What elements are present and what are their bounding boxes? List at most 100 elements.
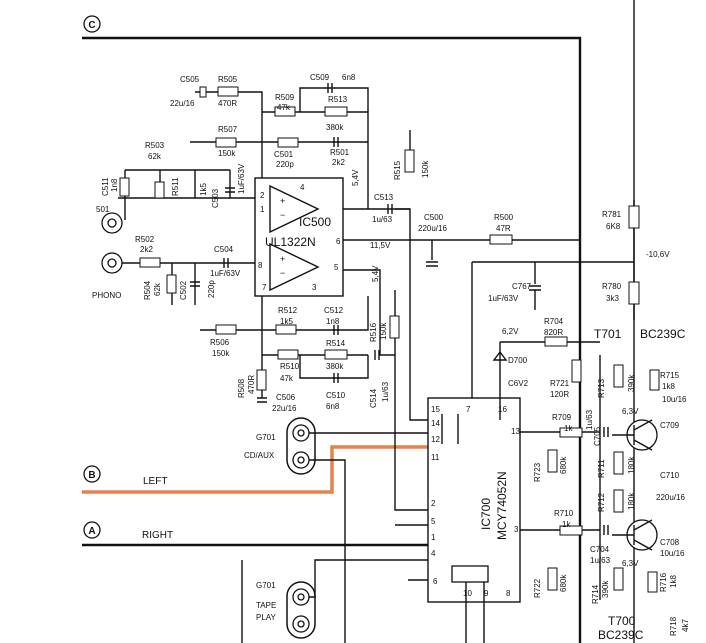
r715: R715 1k8: [649, 369, 680, 391]
svg-text:R507: R507: [218, 125, 238, 134]
c513: C513 1u/63: [372, 193, 394, 224]
t701-label: T701 BC239C: [594, 327, 686, 341]
svg-text:R721: R721: [550, 379, 570, 388]
svg-text:12: 12: [431, 435, 440, 444]
r513: R513 380k: [324, 95, 348, 132]
svg-text:150k: 150k: [421, 160, 430, 178]
svg-text:7: 7: [262, 283, 267, 292]
svg-text:C513: C513: [374, 193, 394, 202]
svg-text:C503: C503: [211, 188, 220, 208]
svg-text:1uF/63V: 1uF/63V: [488, 294, 519, 303]
r716: R716 1k8: [647, 571, 678, 593]
svg-text:C501: C501: [274, 150, 294, 159]
c708: C708 10u/16: [660, 538, 685, 558]
svg-text:PHONO: PHONO: [92, 291, 121, 300]
r721: R721 120R: [550, 359, 582, 399]
svg-text:−: −: [280, 268, 285, 278]
ic500-block: + − + − IC500 UL1322N 2 1 4 6 8 7 3 5: [254, 177, 344, 297]
svg-text:1: 1: [431, 533, 436, 542]
svg-text:6n8: 6n8: [326, 402, 340, 411]
c505: C505 22u/16: [170, 75, 207, 108]
svg-text:1: 1: [260, 205, 265, 214]
r506: R506 150k: [210, 324, 237, 358]
svg-text:1k: 1k: [564, 424, 573, 433]
svg-text:C: C: [88, 20, 95, 31]
r511: C501 220p: [274, 137, 299, 169]
svg-text:150k: 150k: [379, 322, 388, 340]
t700-label: T700 BC239C: [598, 614, 644, 642]
voltage-5-4-a: 5,4V: [351, 169, 360, 186]
svg-text:R718: R718: [669, 616, 678, 636]
g701-cd-aux-connector: G701 CD/AUX: [244, 417, 316, 475]
r503: R503 62k: [145, 141, 165, 161]
svg-text:1k8: 1k8: [662, 382, 675, 391]
svg-text:R501: R501: [330, 148, 350, 157]
svg-text:R713: R713: [597, 378, 606, 398]
c710: C710 220u/16: [656, 471, 685, 502]
r510: R510 47k: [277, 349, 300, 383]
svg-text:R510: R510: [280, 362, 300, 371]
voltage-5-4-b: 5,4V: [371, 265, 380, 282]
ic700-block: 15 14 12 11 2 5 1 4 6 7 16 13 3 10 9 8 I…: [427, 397, 521, 603]
svg-text:120R: 120R: [550, 390, 569, 399]
t700-transistor: [612, 519, 658, 551]
svg-text:R711: R711: [597, 459, 606, 478]
c509: C509 6n8: [310, 73, 356, 93]
svg-text:R516: R516: [369, 322, 378, 342]
svg-text:C512: C512: [324, 306, 344, 315]
svg-text:R710: R710: [554, 509, 574, 518]
left-channel-label: LEFT: [143, 476, 167, 487]
svg-text:180k: 180k: [627, 456, 636, 474]
svg-text:11: 11: [431, 453, 440, 462]
svg-text:180k: 180k: [627, 492, 636, 510]
svg-text:R500: R500: [494, 213, 514, 222]
svg-text:7: 7: [466, 405, 471, 414]
svg-text:R515: R515: [393, 160, 402, 180]
svg-text:R712: R712: [597, 492, 606, 512]
svg-text:D700: D700: [508, 356, 528, 365]
svg-text:2: 2: [260, 191, 265, 200]
c767: C767 1uF/63V: [488, 262, 541, 310]
c503: C503 1uF/63V: [211, 163, 246, 208]
svg-text:R715: R715: [660, 371, 680, 380]
svg-text:1u/63: 1u/63: [381, 381, 390, 402]
voltage-11-5: 11,5V: [370, 241, 391, 250]
svg-text:R723: R723: [533, 462, 542, 482]
r711: R711 180k: [597, 451, 636, 478]
section-b-marker: B: [83, 465, 101, 483]
svg-text:BC239C: BC239C: [598, 628, 644, 642]
svg-text:4: 4: [300, 183, 305, 192]
r509: R509 47k: [274, 93, 296, 117]
c502: C502 220p: [179, 280, 216, 300]
r714: R714 390k: [591, 567, 624, 604]
svg-text:+: +: [280, 254, 285, 264]
svg-text:3k3: 3k3: [606, 294, 619, 303]
r781: R781 6K8: [602, 205, 640, 231]
svg-text:TAPE: TAPE: [256, 601, 276, 610]
svg-text:R503: R503: [145, 141, 165, 150]
r722: R722 680k: [533, 567, 568, 598]
svg-text:2: 2: [431, 499, 436, 508]
svg-text:1k8: 1k8: [669, 575, 678, 588]
svg-text:T700: T700: [608, 614, 636, 628]
svg-text:380k: 380k: [326, 362, 344, 371]
r501: C511 1n8: [101, 177, 130, 197]
voltage-minus-10-6: -10,6V: [646, 250, 670, 259]
svg-text:R514: R514: [326, 339, 346, 348]
svg-text:R509: R509: [275, 93, 295, 102]
svg-text:R505: R505: [218, 75, 238, 84]
svg-text:CD/AUX: CD/AUX: [244, 451, 275, 460]
svg-text:390k: 390k: [601, 580, 610, 598]
svg-text:R504: R504: [143, 280, 152, 300]
svg-text:1u/63: 1u/63: [590, 556, 611, 565]
svg-text:1uF/63V: 1uF/63V: [210, 269, 241, 278]
t701-transistor: [612, 419, 658, 451]
svg-text:5: 5: [431, 517, 436, 526]
svg-text:16: 16: [498, 405, 507, 414]
svg-text:R714: R714: [591, 584, 600, 604]
svg-text:1u/63: 1u/63: [585, 409, 594, 430]
svg-text:1n8: 1n8: [326, 317, 340, 326]
svg-text:C511: C511: [101, 177, 110, 196]
svg-text:R722: R722: [533, 578, 542, 598]
